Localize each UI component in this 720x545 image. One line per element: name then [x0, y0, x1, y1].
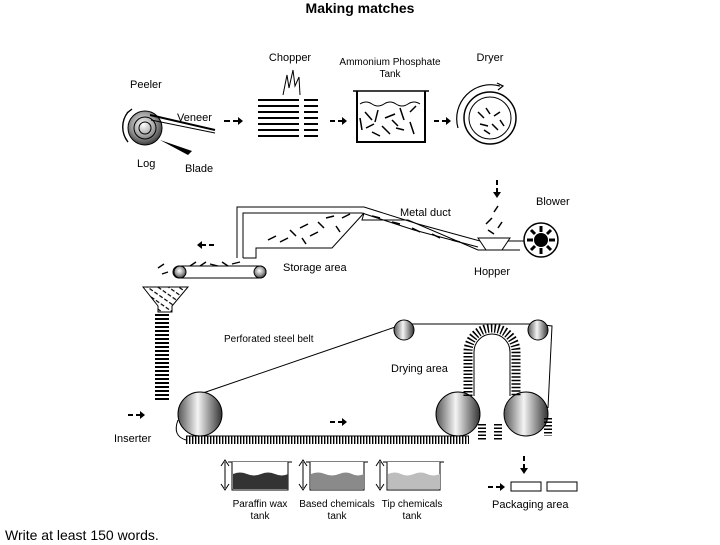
based-chemicals-tank — [298, 459, 368, 491]
label-perforated-belt: Perforated steel belt — [224, 334, 314, 345]
ammonium-tank — [353, 90, 429, 143]
label-packaging-area: Packaging area — [492, 499, 569, 511]
label-drying-area: Drying area — [391, 363, 448, 375]
label-hopper: Hopper — [474, 266, 511, 278]
paraffin-wax-tank — [220, 459, 292, 491]
label-tip-tank: Tip chemicals tank — [381, 499, 443, 522]
diagram-title: Making matches — [305, 0, 415, 16]
label-chopper: Chopper — [268, 52, 312, 64]
dryer — [456, 82, 517, 145]
label-veneer: Veneer — [177, 112, 212, 124]
metal-duct — [197, 206, 530, 259]
perforated-steel-belt — [175, 319, 553, 444]
label-ammonium-tank: Ammonium Phosphate Tank — [339, 57, 441, 80]
arrow-right-icon — [330, 117, 347, 125]
label-blower: Blower — [536, 196, 570, 208]
chopper — [258, 69, 318, 137]
arrow-right-icon — [434, 117, 451, 125]
label-based-tank: Based chemicals tank — [299, 499, 375, 522]
packaging-area — [488, 456, 578, 492]
arrow-right-icon — [128, 411, 145, 419]
label-blade: Blade — [185, 163, 214, 175]
label-dryer: Dryer — [476, 52, 504, 64]
label-inserter: Inserter — [114, 433, 152, 445]
label-peeler: Peeler — [130, 79, 162, 91]
label-paraffin-tank: Paraffin wax tank — [232, 499, 288, 522]
label-metal-duct: Metal duct — [400, 207, 451, 219]
tip-chemicals-tank — [375, 459, 444, 491]
blower — [523, 222, 559, 258]
log-peeler — [122, 108, 216, 155]
label-log: Log — [137, 158, 156, 170]
inserter-funnel — [141, 286, 190, 400]
storage-conveyor — [157, 261, 267, 279]
label-storage-area: Storage area — [283, 262, 347, 274]
arrow-right-icon — [224, 117, 243, 125]
arrow-down-icon — [493, 180, 501, 198]
footer-instruction: Write at least 150 words. — [5, 527, 159, 543]
hopper — [477, 205, 511, 251]
